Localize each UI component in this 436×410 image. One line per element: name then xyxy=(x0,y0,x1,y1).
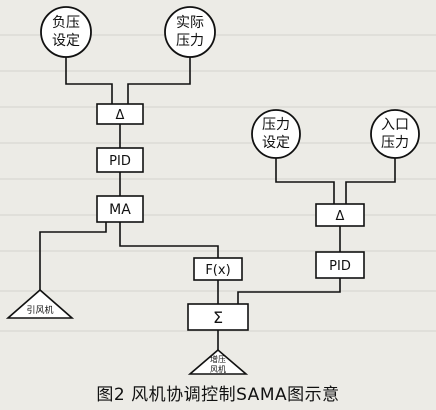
block-sum: Σ xyxy=(187,303,249,331)
line-neg-setpoint-to-delta xyxy=(65,57,113,104)
line-pressure-setpoint-to-delta xyxy=(275,158,335,204)
node-inlet-pressure-line1: 入口 xyxy=(381,117,409,133)
node-inlet-pressure: 入口 压力 xyxy=(370,109,420,159)
node-neg-pressure-setpoint: 负压 设定 xyxy=(40,6,92,58)
line-actual-pressure-to-delta xyxy=(127,57,191,104)
line-pid-right-to-sum xyxy=(237,278,341,304)
node-neg-pressure-setpoint-line1: 负压 xyxy=(52,15,80,31)
block-fx: F(x) xyxy=(193,257,243,281)
figure-caption: 图2 风机协调控制SAMA图示意 xyxy=(96,385,340,405)
output-induced-fan-label: 引风机 xyxy=(26,304,53,316)
block-ma: MA xyxy=(96,195,144,223)
block-pid-left-label: PID xyxy=(109,154,131,169)
block-pid-left: PID xyxy=(96,147,144,173)
node-actual-pressure-line2: 压力 xyxy=(176,33,204,49)
node-neg-pressure-setpoint-line2: 设定 xyxy=(52,33,80,49)
node-pressure-setpoint-line1: 压力 xyxy=(262,117,290,133)
node-pressure-setpoint: 压力 设定 xyxy=(251,109,301,159)
line-ma-to-induced-fan xyxy=(39,222,107,290)
block-delta-right-label: Δ xyxy=(336,209,345,224)
connector-lines xyxy=(39,57,396,350)
block-pid-right-label: PID xyxy=(329,259,351,274)
output-forced-fan-line2: 风机 xyxy=(210,364,226,374)
block-ma-label: MA xyxy=(109,202,131,218)
node-actual-pressure-line1: 实际 xyxy=(176,15,204,31)
block-sum-label: Σ xyxy=(213,308,223,327)
line-inlet-pressure-to-delta xyxy=(345,158,396,204)
output-forced-fan-line1: 增压 xyxy=(210,354,226,364)
block-fx-label: F(x) xyxy=(205,263,230,278)
block-pid-right: PID xyxy=(315,251,365,279)
output-induced-fan: 引风机 xyxy=(5,288,75,319)
block-delta-left: Δ xyxy=(96,103,144,125)
line-ma-to-fx xyxy=(119,222,219,258)
block-delta-left-label: Δ xyxy=(116,108,125,123)
block-delta-right: Δ xyxy=(315,203,365,227)
node-actual-pressure: 实际 压力 xyxy=(164,6,216,58)
node-inlet-pressure-line2: 压力 xyxy=(381,135,409,151)
node-pressure-setpoint-line2: 设定 xyxy=(262,135,290,151)
output-forced-fan: 增压 风机 xyxy=(187,348,249,375)
